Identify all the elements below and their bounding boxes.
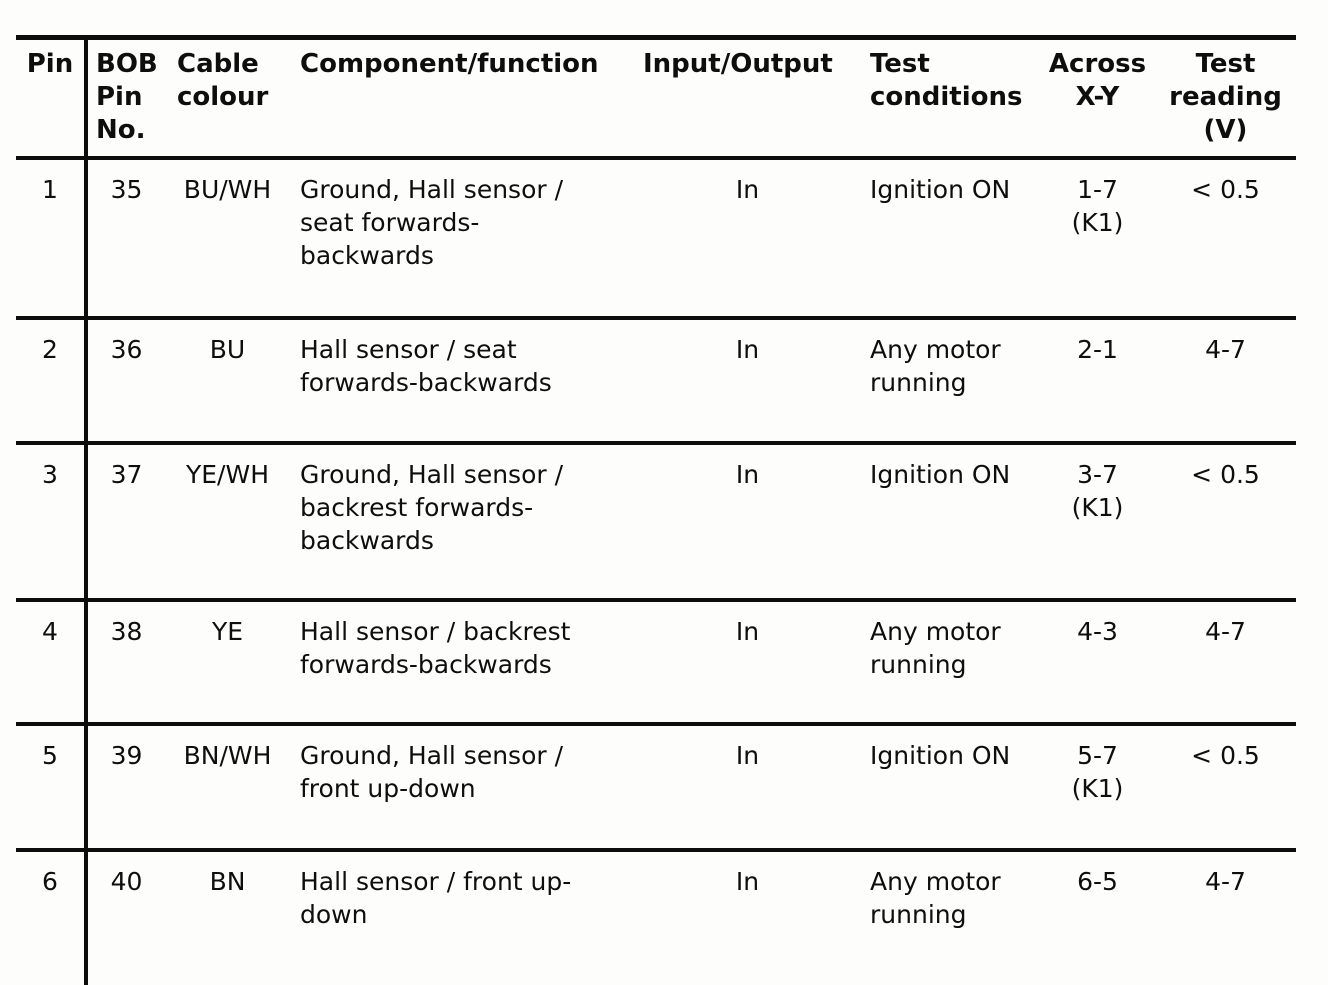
- column-header-component-function: Component/function: [290, 37, 635, 160]
- cell-input-output: In: [635, 600, 860, 726]
- cell-across-x-y: 5-7 (K1): [1040, 724, 1155, 852]
- cell-component-function: Hall sensor / front up- down: [300, 867, 572, 929]
- cell-across-x-y: 1-7 (K1): [1040, 158, 1155, 320]
- header-row: Pin BOB Pin No. Cable colour Component/f…: [16, 37, 1296, 160]
- table-row: 2 36 BU Hall sensor / seat forwards-back…: [16, 318, 1296, 445]
- cell-component-function: Ground, Hall sensor / backrest forwards-…: [290, 443, 635, 602]
- cell-test-conditions: Any motor running: [860, 318, 1040, 445]
- cell-pin: 4: [16, 600, 88, 726]
- cell-bob-pin-no: 36: [86, 318, 165, 445]
- cell-across-x-y: 6-5: [1077, 867, 1118, 896]
- column-header-pin: Pin: [16, 37, 88, 160]
- table-row: 3 37 YE/WH Ground, Hall sensor / backres…: [16, 443, 1296, 602]
- cell-bob-pin-no: 38: [86, 600, 165, 726]
- pin-assignment-table: Pin BOB Pin No. Cable colour Component/f…: [16, 35, 1296, 985]
- cell-test-conditions: Any motor running: [860, 600, 1040, 726]
- cell-test-reading-v: 4-7: [1155, 318, 1296, 445]
- column-header-across-x-y: Across X-Y: [1040, 37, 1155, 160]
- cell-input-output: In: [735, 867, 760, 896]
- cell-test-conditions: Ignition ON: [860, 724, 1040, 852]
- cell-component-function: Ground, Hall sensor / front up-down: [290, 724, 635, 852]
- cell-input-output: In: [635, 318, 860, 445]
- table-row: 4 38 YE Hall sensor / backrest forwards-…: [16, 600, 1296, 726]
- table-row: 5 39 BN/WH Ground, Hall sensor / front u…: [16, 724, 1296, 852]
- cell-cable-colour: BU: [165, 318, 290, 445]
- cell-cable-colour: BN/WH: [165, 724, 290, 852]
- column-header-test-reading-v: Test reading (V): [1155, 37, 1296, 160]
- cell-pin: 1: [16, 158, 88, 320]
- cell-across-x-y: 4-3: [1040, 600, 1155, 726]
- cell-bob-pin-no: 35: [86, 158, 165, 320]
- cell-test-conditions: Any motor running: [870, 867, 1001, 929]
- cell-cable-colour: YE: [165, 600, 290, 726]
- cell-cable-colour: YE/WH: [165, 443, 290, 602]
- table-row: 6 40 BN Hall sensor / front up- down In …: [16, 850, 1296, 985]
- cell-component-function: Hall sensor / backrest forwards-backward…: [290, 600, 635, 726]
- column-header-bob-pin-no: BOB Pin No.: [86, 37, 165, 160]
- cell-bob-pin-no: 39: [86, 724, 165, 852]
- cell-test-reading-v: 4-7: [1205, 867, 1246, 896]
- cell-pin: 2: [16, 318, 88, 445]
- cell-pin: 5: [16, 724, 88, 852]
- column-header-input-output: Input/Output: [635, 37, 860, 160]
- cell-pin: 6: [16, 850, 88, 985]
- cell-bob-pin-no: 40: [110, 867, 143, 896]
- cell-cable-colour: BU/WH: [165, 158, 290, 320]
- cell-test-reading-v: < 0.5: [1155, 724, 1296, 852]
- cell-component-function: Hall sensor / seat forwards-backwards: [290, 318, 635, 445]
- cell-bob-pin-no: 37: [86, 443, 165, 602]
- cell-test-reading-v: 4-7: [1155, 600, 1296, 726]
- column-header-test-conditions: Test conditions: [860, 37, 1040, 160]
- cell-test-reading-v: < 0.5: [1155, 443, 1296, 602]
- column-header-cable-colour: Cable colour: [165, 37, 290, 160]
- cell-input-output: In: [635, 158, 860, 320]
- cell-test-conditions: Ignition ON: [860, 158, 1040, 320]
- cell-component-function: Ground, Hall sensor / seat forwards- bac…: [290, 158, 635, 320]
- cell-across-x-y: 2-1: [1040, 318, 1155, 445]
- cell-across-x-y: 3-7 (K1): [1040, 443, 1155, 602]
- cell-input-output: In: [635, 724, 860, 852]
- cell-test-reading-v: < 0.5: [1155, 158, 1296, 320]
- table-row: 1 35 BU/WH Ground, Hall sensor / seat fo…: [16, 158, 1296, 320]
- cell-pin: 3: [16, 443, 88, 602]
- cell-cable-colour: BN: [209, 867, 246, 896]
- cell-input-output: In: [635, 443, 860, 602]
- cell-test-conditions: Ignition ON: [860, 443, 1040, 602]
